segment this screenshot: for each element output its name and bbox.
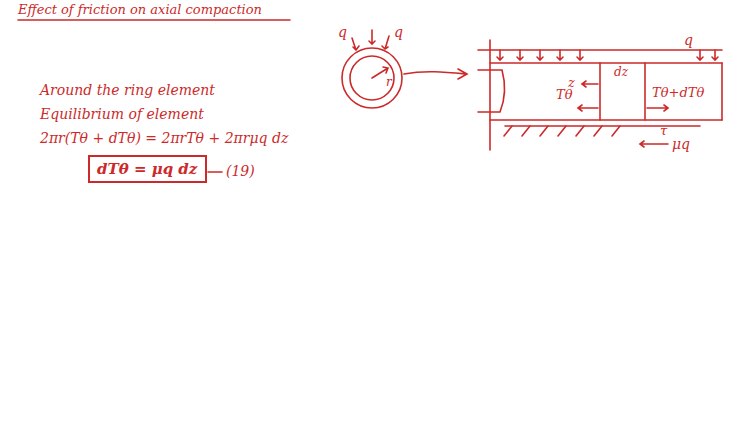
- label: q: [684, 32, 693, 48]
- radius-arrow: [372, 67, 388, 78]
- dash: [208, 171, 222, 173]
- title: Effect of friction on axial compaction: [18, 3, 262, 18]
- die-wall: [490, 62, 722, 64]
- equation-text: dTθ = μq dz: [97, 160, 198, 178]
- die-end: [721, 63, 723, 120]
- stress-arrow: [647, 105, 668, 111]
- stress-arrow: [578, 105, 598, 111]
- label: (19): [226, 163, 255, 179]
- element-edge: [644, 63, 646, 120]
- label: q: [394, 24, 403, 40]
- pressure-arrow: [369, 30, 375, 44]
- boxed-equation: dTθ = μq dz: [88, 155, 207, 183]
- label: Around the ring element: [40, 82, 215, 98]
- label: r: [386, 76, 392, 90]
- load-arrows: [497, 50, 718, 60]
- ring-inner: [350, 56, 394, 100]
- label: q: [338, 24, 347, 40]
- label: μq: [672, 136, 690, 152]
- friction-arrow: [640, 141, 668, 147]
- hatching: [504, 126, 620, 136]
- ring-outer: [342, 48, 402, 108]
- pressure-arrow: [382, 36, 389, 49]
- label: Tθ+dTθ: [652, 86, 704, 101]
- element-edge: [599, 63, 601, 120]
- label: 2πr(Tθ + dTθ) = 2πrTθ + 2πrμq dz: [40, 130, 288, 146]
- label: Equilibrium of element: [40, 106, 204, 122]
- label: Tθ: [556, 88, 573, 103]
- pointer-arrow: [404, 69, 467, 79]
- die-face: [489, 40, 491, 150]
- label: τ: [660, 124, 667, 139]
- underline: [18, 19, 290, 21]
- pressure-arrow: [352, 38, 359, 50]
- axis-arrow: [582, 81, 598, 87]
- label: dz: [614, 66, 628, 80]
- punch: [478, 70, 505, 112]
- die-wall: [490, 119, 722, 121]
- load-line: [478, 49, 722, 51]
